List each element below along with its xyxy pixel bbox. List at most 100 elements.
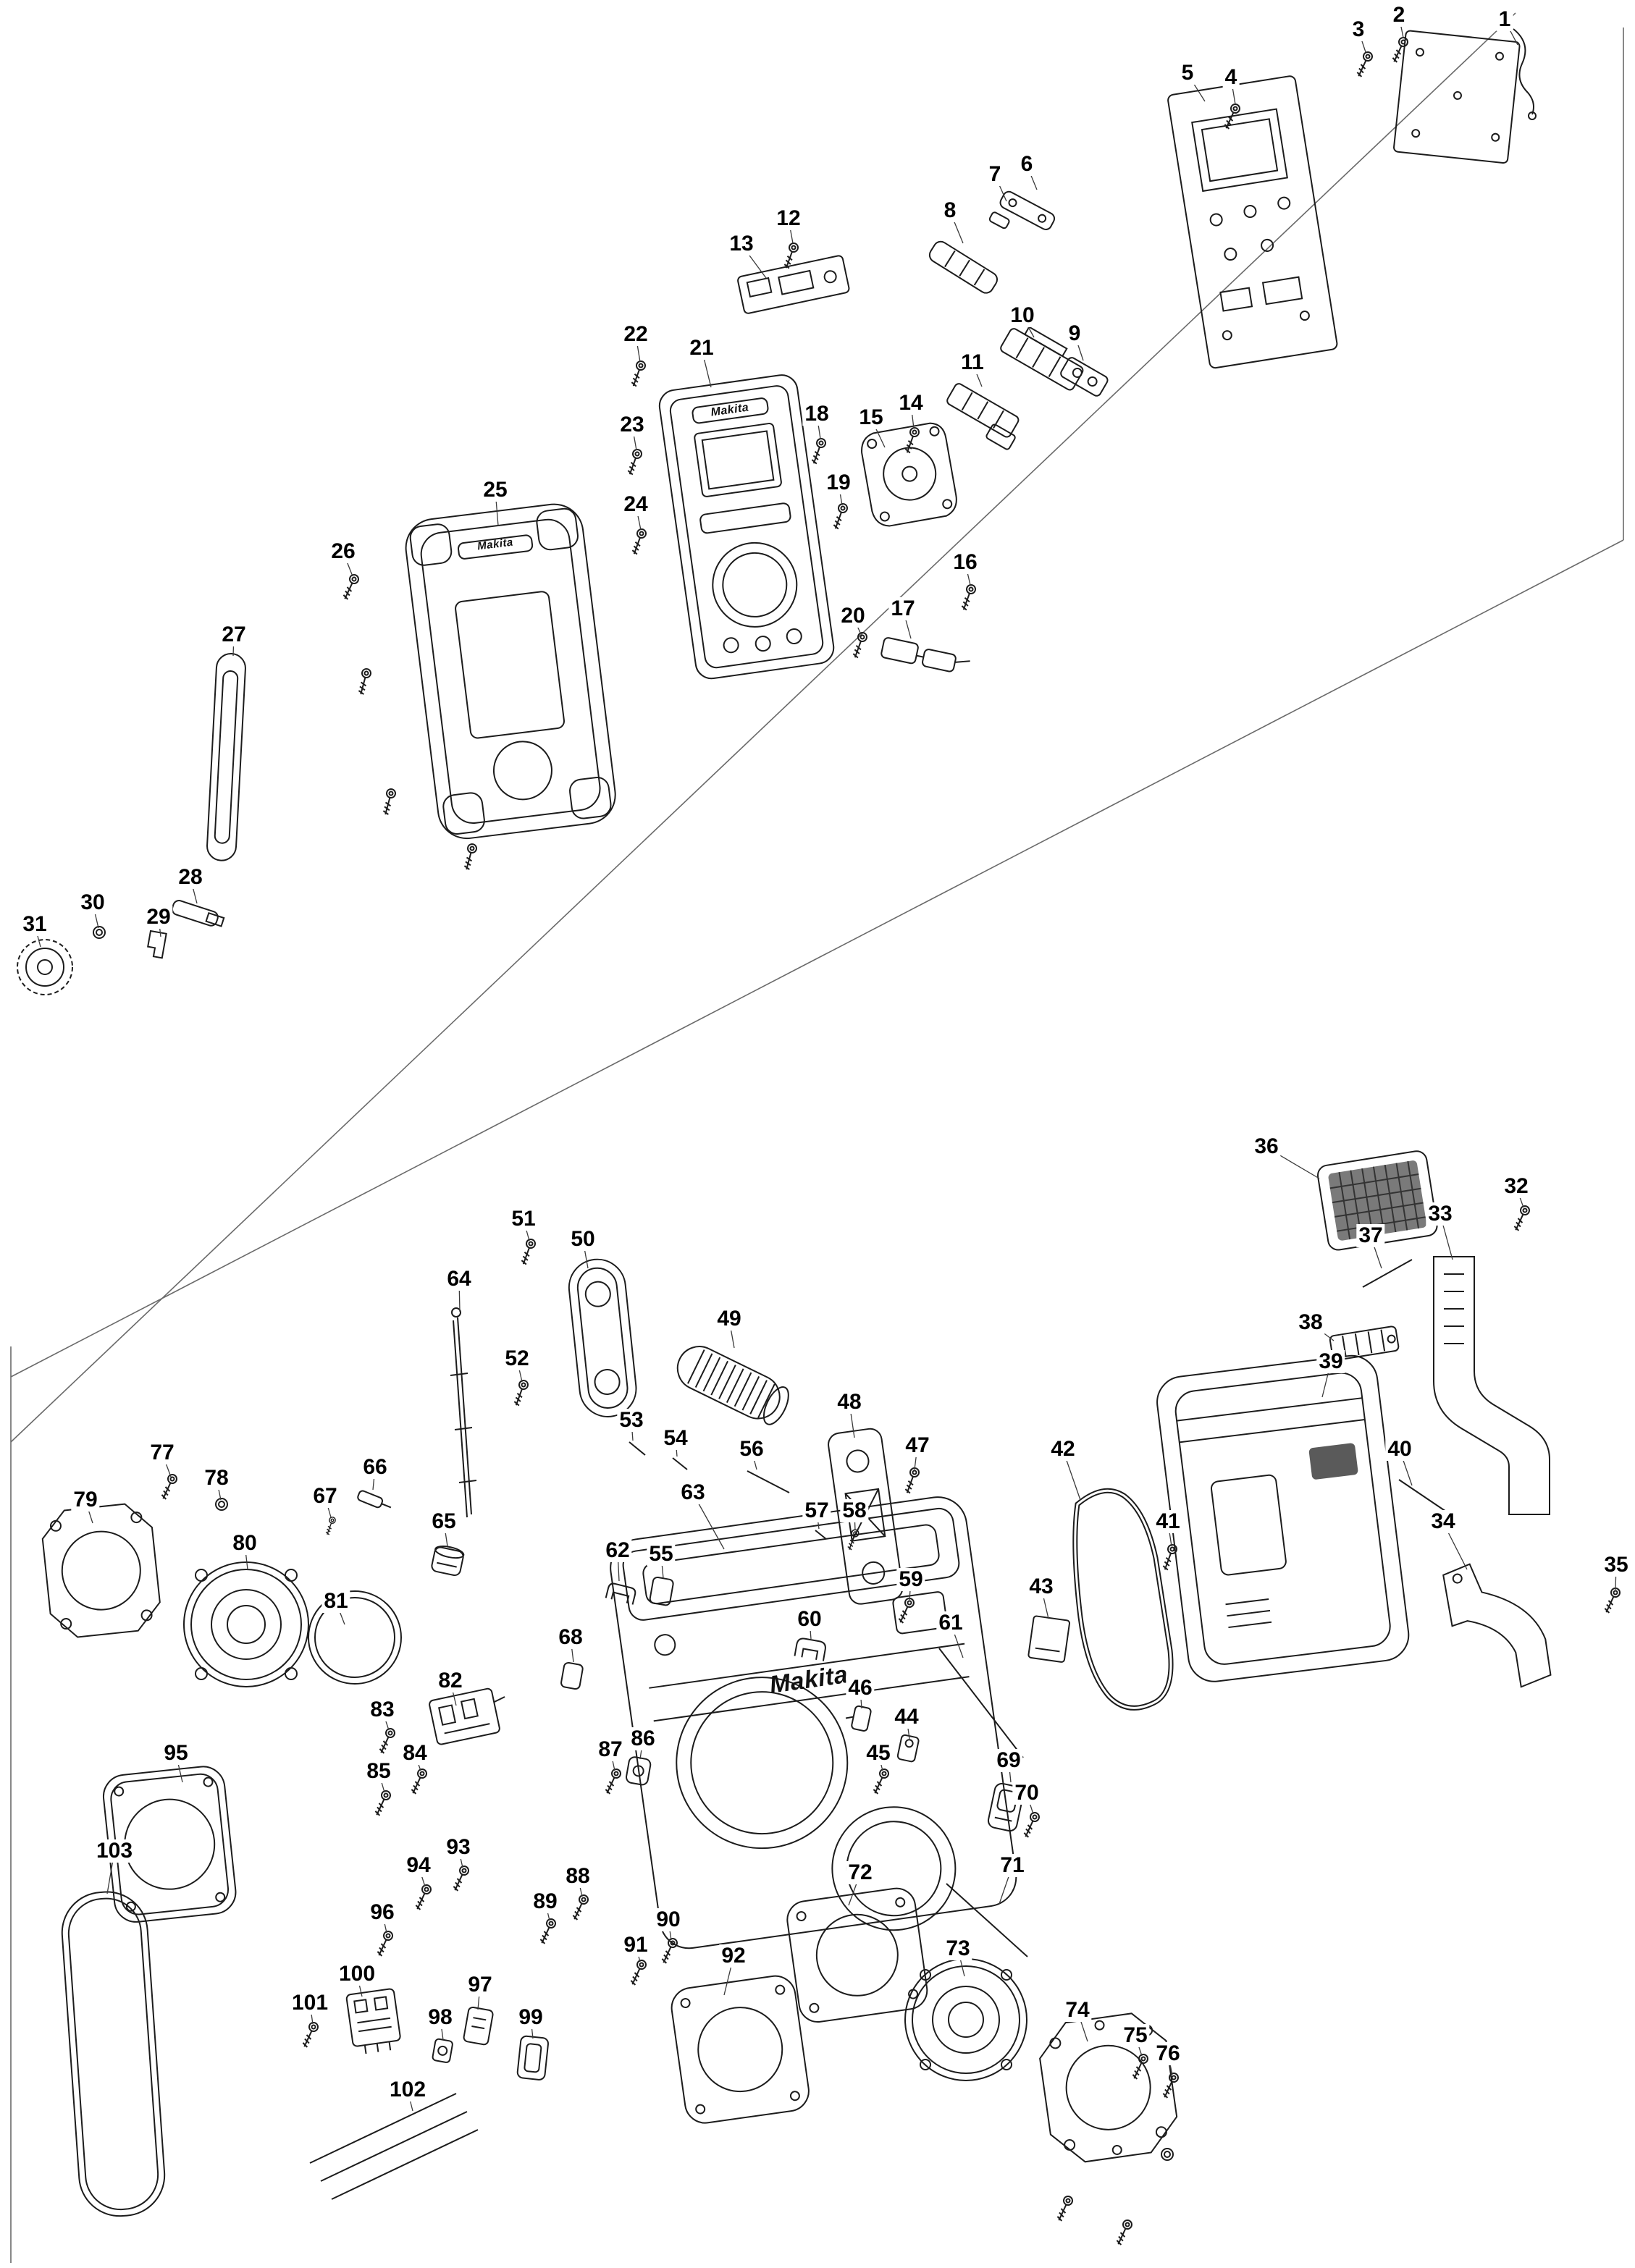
part-43-drawing [1027,1615,1070,1663]
part-17-drawing [880,637,970,673]
leader-line-62 [617,1551,620,1582]
leader-line-82 [450,1681,457,1706]
part-11-drawing [946,383,1020,450]
leader-line-87 [610,1750,615,1771]
leader-line-47 [914,1446,918,1470]
leader-line-75 [1135,2036,1143,2057]
leader-line-85 [378,1771,385,1793]
part-8-drawing [928,240,999,294]
leader-line-96 [382,1913,387,1934]
part-92-drawing [671,1975,810,2124]
leader-line-88 [577,1876,583,1897]
leader-line-1 [1504,20,1518,46]
leader-line-8 [949,211,964,244]
leader-line-39 [1321,1362,1332,1398]
part-31-drawing [17,939,73,995]
leader-line-46 [859,1688,862,1709]
part-25-drawing [405,503,616,840]
leader-line-38 [1310,1323,1335,1341]
leader-line-52 [516,1359,523,1383]
leader-line-65 [443,1522,448,1547]
leader-line-67 [324,1496,332,1518]
leader-line-9 [1074,334,1084,361]
part-27-drawing [206,653,246,861]
leader-line-71 [999,1866,1013,1905]
part-10-drawing [1000,326,1084,391]
leader-line-99 [530,2018,534,2039]
leader-line-98 [440,2018,444,2041]
leader-line-101 [309,2003,314,2025]
leader-line-18 [816,414,821,439]
leader-line-57 [816,1511,820,1530]
leader-line-33 [1439,1214,1453,1260]
leader-line-19 [838,483,843,506]
leader-line-26 [342,552,353,577]
part-82-drawing [429,1687,505,1745]
leader-line-78 [216,1478,222,1501]
part-60-drawing [794,1637,826,1661]
leader-line-64 [458,1279,461,1312]
leader-line-45 [878,1753,883,1771]
leader-line-63 [692,1493,725,1550]
leader-line-69 [1008,1761,1012,1783]
leader-line-86 [639,1739,644,1760]
part-34-drawing [1442,1563,1552,1688]
part-81-drawing [308,1590,402,1685]
leader-line-89 [545,1902,550,1921]
leader-line-13 [741,244,767,279]
leader-line-61 [950,1623,964,1658]
leader-line-34 [1442,1522,1468,1570]
leader-line-79 [85,1500,93,1524]
leader-line-76 [1167,2054,1173,2075]
part-36-drawing [1317,1150,1438,1251]
leader-line-102 [407,2090,413,2112]
leader-line-14 [910,403,915,429]
leader-line-90 [668,1920,672,1941]
part-64-drawing [450,1307,477,1518]
part-99-drawing [516,2035,549,2081]
part-5-drawing [1167,75,1338,369]
part-1-drawing [1513,28,1537,120]
pin-icons [309,1259,1453,2200]
leader-line-53 [631,1420,634,1441]
leader-line-41 [1167,1522,1172,1547]
leader-line-97 [477,1985,481,2010]
part-100-drawing [345,1988,401,2054]
part-39-drawing [1156,1354,1410,1682]
leader-line-54 [675,1438,678,1457]
leader-line-10 [1022,316,1035,338]
leader-line-28 [190,877,198,904]
part-29-drawing [147,929,167,959]
part-6-7-drawing [988,190,1056,230]
leader-line-66 [372,1467,376,1491]
leader-line-73 [957,1949,965,1977]
leader-line-51 [523,1219,530,1242]
part-50-drawing [568,1258,637,1417]
leader-line-23 [631,425,637,451]
leader-line-80 [244,1543,248,1570]
leader-line-12 [788,219,794,244]
leader-line-68 [570,1637,574,1663]
part-46-drawing [845,1705,872,1732]
leader-line-92 [723,1956,734,1996]
part-44-drawing [896,1734,920,1763]
leader-line-93 [458,1847,463,1868]
part-49-drawing [676,1346,789,1425]
leader-line-2 [1398,15,1404,38]
leader-line-4 [1230,77,1236,105]
leader-line-81 [335,1601,345,1625]
leader-line-20 [852,616,862,635]
leader-line-31 [34,924,41,948]
leader-line-91 [635,1945,641,1963]
leader-line-94 [418,1866,426,1887]
part-65-drawing [431,1546,465,1577]
leader-line-37 [1370,1236,1382,1269]
leader-line-5 [1187,73,1206,102]
part-80-drawing [183,1561,309,1687]
leader-line-58 [854,1511,856,1531]
leader-line-55 [660,1554,664,1579]
part-42-drawing [1072,1488,1174,1711]
leader-line-22 [635,334,641,363]
part-38-drawing [1329,1325,1400,1361]
